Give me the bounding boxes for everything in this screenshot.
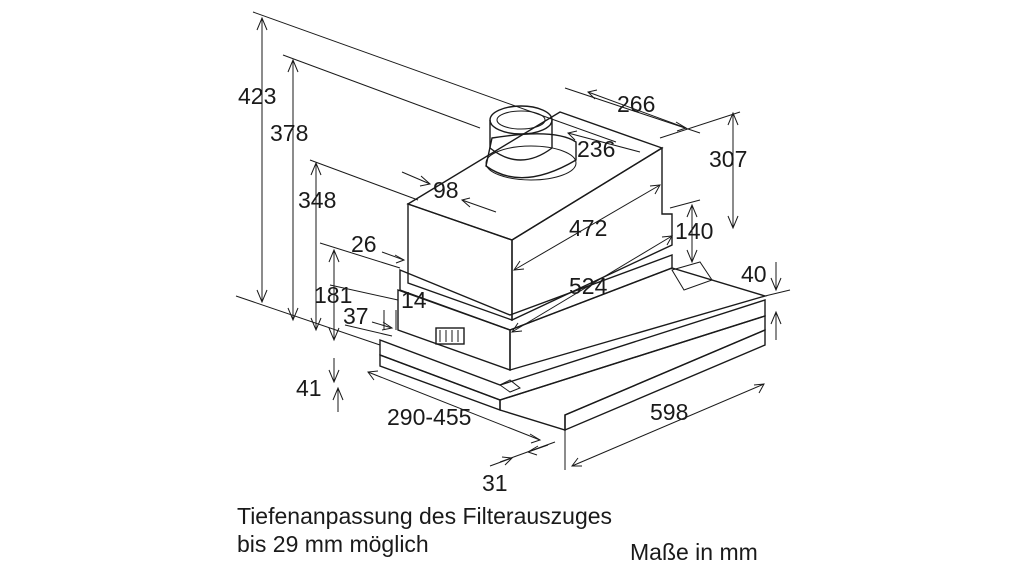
dimension-lines — [256, 16, 782, 467]
note-line-2: bis 29 mm möglich — [237, 531, 429, 557]
dim-266: 266 — [617, 91, 655, 117]
dim-98: 98 — [433, 177, 459, 203]
dim-41: 41 — [296, 375, 322, 401]
lower-housing — [397, 253, 768, 371]
note-line-1: Tiefenanpassung des Filterauszuges — [237, 503, 613, 529]
dim-31: 31 — [482, 470, 508, 496]
filter-drawer — [379, 261, 766, 432]
dim-37: 37 — [343, 303, 369, 329]
dim-378: 378 — [270, 120, 308, 146]
dim-181: 181 — [314, 282, 352, 308]
dim-472: 472 — [569, 215, 607, 241]
dim-236: 236 — [577, 136, 615, 162]
dim-307: 307 — [709, 146, 747, 172]
exhaust-collar — [485, 105, 577, 181]
dim-524: 524 — [569, 273, 608, 299]
units-label: Maße in mm — [630, 539, 758, 565]
dim-40: 40 — [741, 261, 767, 287]
slider-control-icon — [435, 327, 465, 345]
dimension-labels: 423 378 348 307 266 236 98 472 140 26 52… — [238, 83, 767, 496]
dim-423: 423 — [238, 83, 276, 109]
dim-26: 26 — [351, 231, 377, 257]
dim-598: 598 — [650, 399, 688, 425]
upper-housing — [406, 111, 673, 322]
dim-348: 348 — [298, 187, 336, 213]
dim-14: 14 — [401, 287, 427, 313]
dim-290-455: 290-455 — [387, 404, 471, 430]
dim-140: 140 — [675, 218, 713, 244]
